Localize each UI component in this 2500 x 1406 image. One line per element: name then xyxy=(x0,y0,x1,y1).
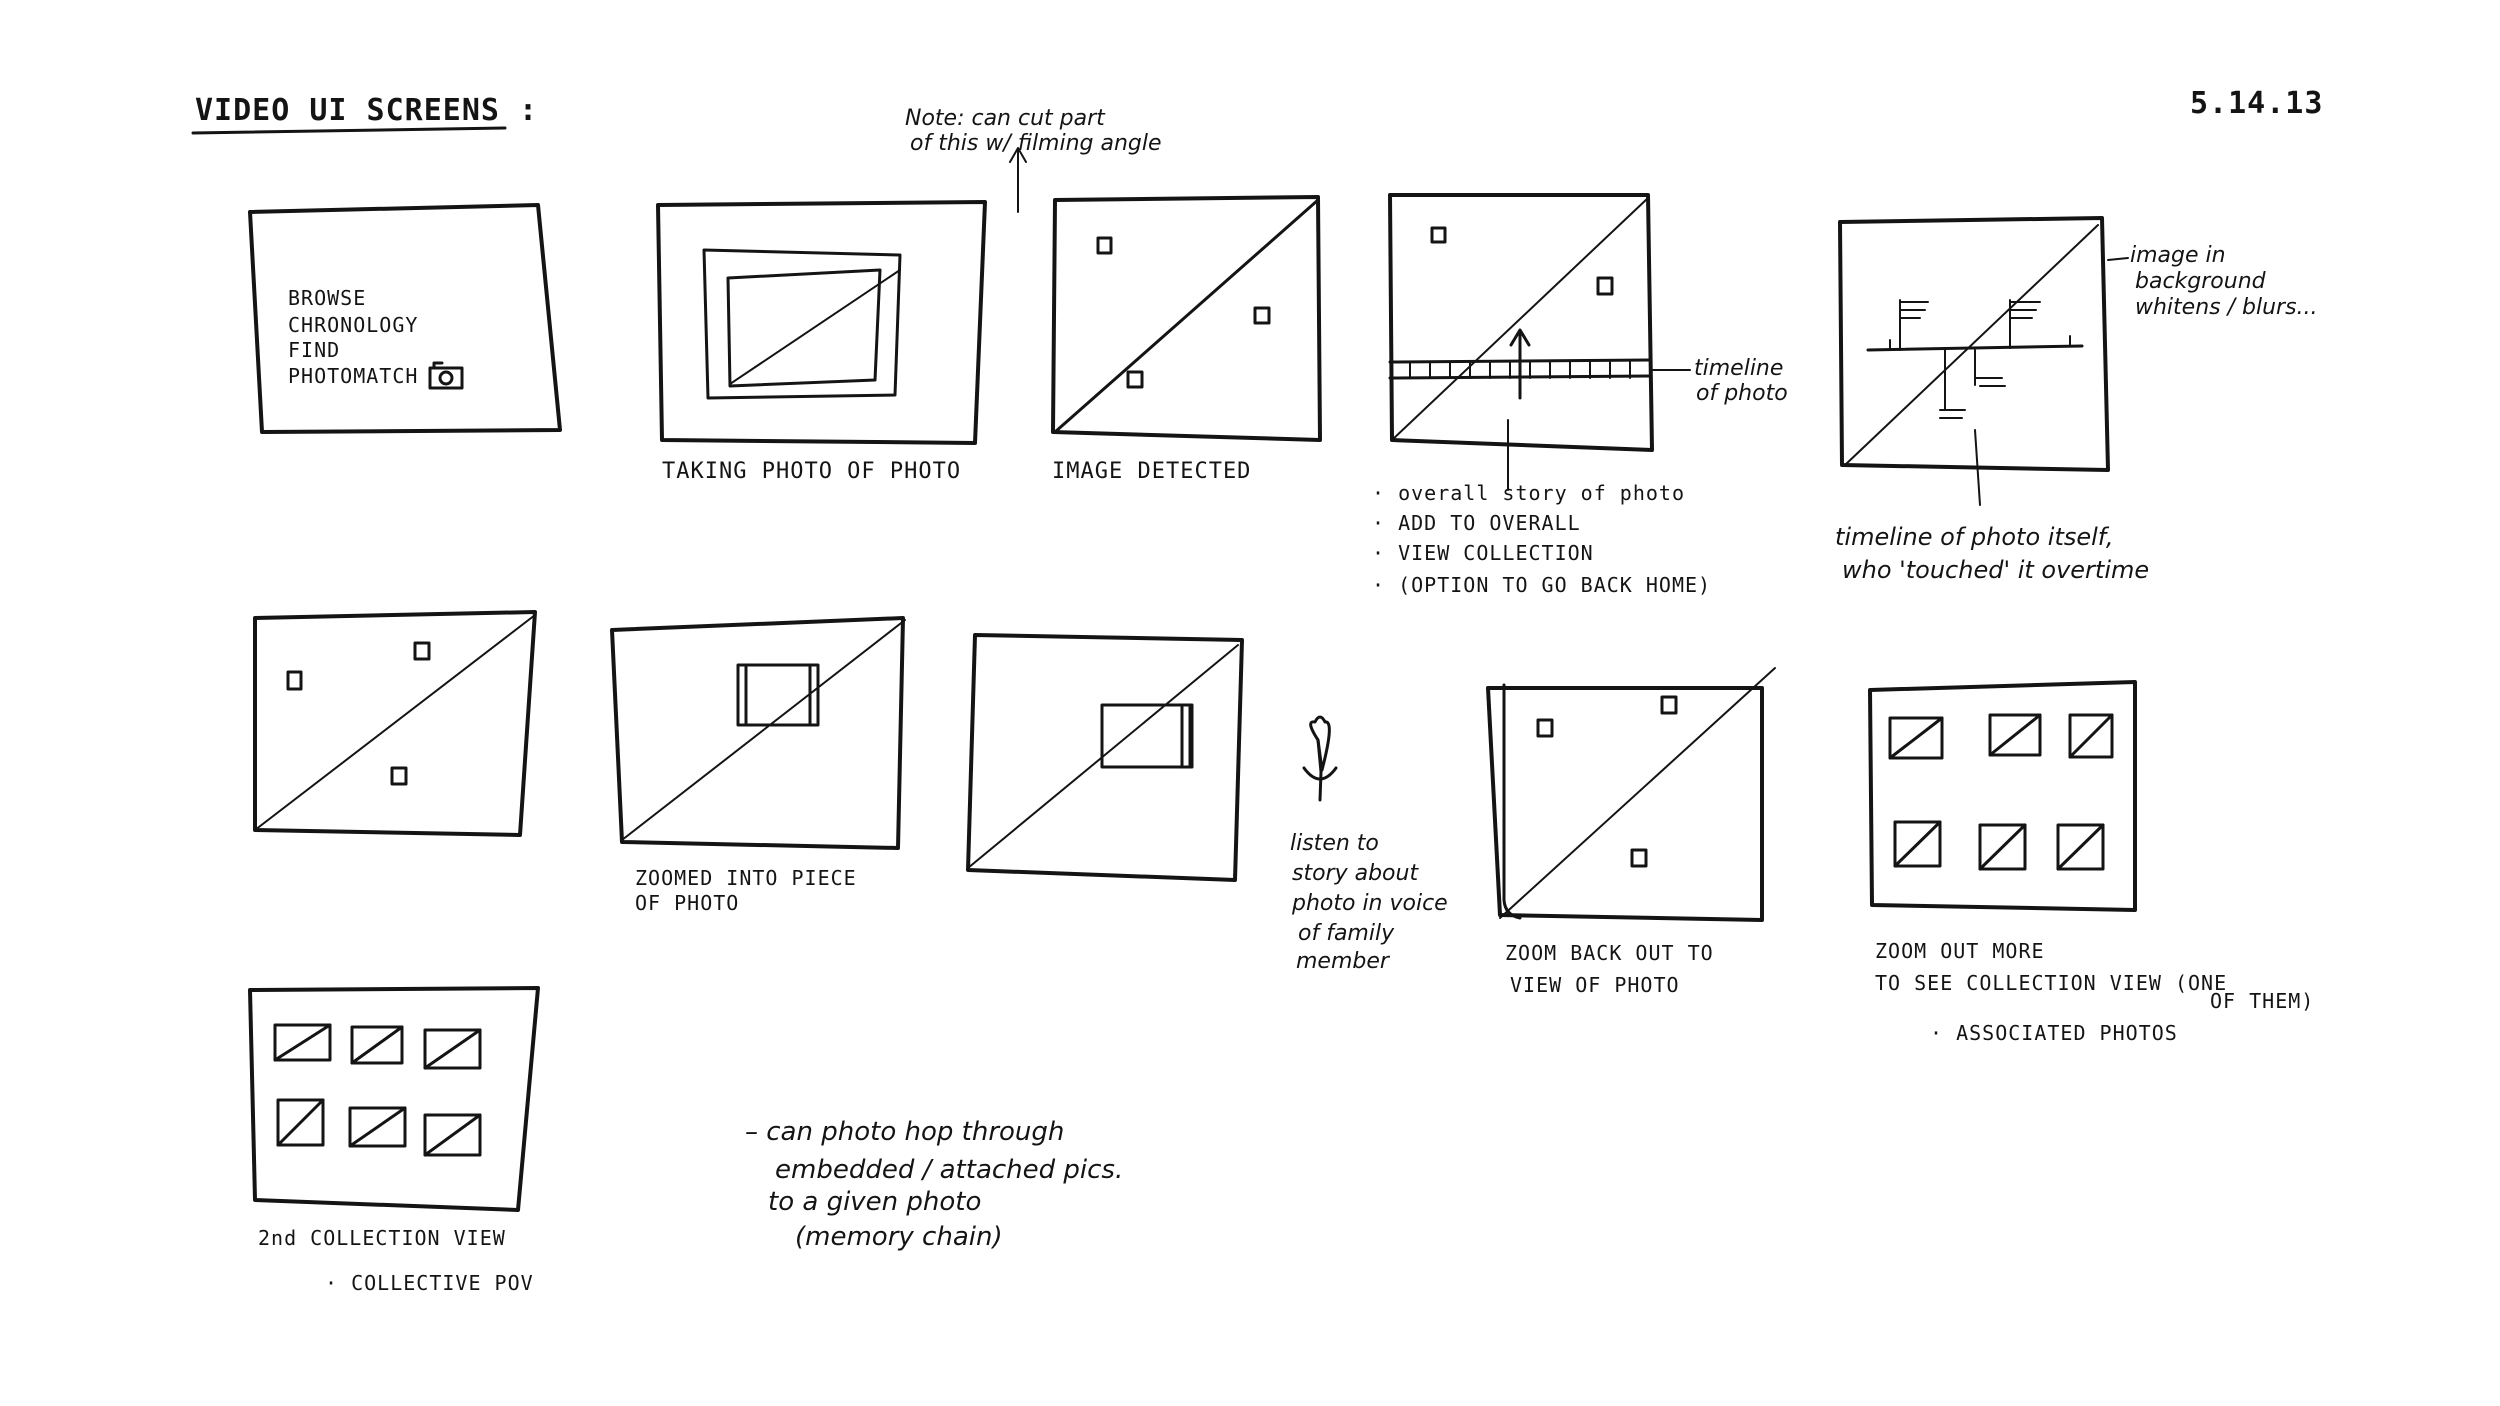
mic-caption-line: member xyxy=(1296,949,1391,974)
screen-6-markers xyxy=(253,610,537,837)
screen-10-caption-line4: · ASSOCIATED PHOTOS xyxy=(1930,1021,2178,1045)
detected-marker xyxy=(390,766,408,786)
screen-10-caption-line2: TO SEE COLLECTION VIEW (ONE xyxy=(1875,971,2227,995)
screen-4-bullet: · VIEW COLLECTION xyxy=(1372,541,1594,565)
history-flag xyxy=(1899,299,1929,351)
screen-10-caption-line1: ZOOM OUT MORE xyxy=(1875,939,2045,963)
menu-item-browse: BROWSE xyxy=(288,286,366,310)
memory-chain-note: – can photo hop through embedded / attac… xyxy=(745,1117,1123,1252)
camera-icon xyxy=(428,361,464,390)
detected-marker xyxy=(286,670,303,691)
mic-caption-line: story about xyxy=(1292,861,1419,886)
microphone-icon xyxy=(1302,715,1338,802)
history-flag xyxy=(1974,349,2006,387)
filming-note-line1: Note: can cut part xyxy=(905,106,1106,131)
screen-4-bullet: · (OPTION TO GO BACK HOME) xyxy=(1372,573,1711,597)
screen-11-caption-line2: · COLLECTIVE POV xyxy=(325,1271,534,1295)
screen-2-taking-photo: TAKING PHOTO OF PHOTO xyxy=(656,200,987,484)
detected-marker xyxy=(1253,306,1271,325)
screen-11-second-collection: 2nd COLLECTION VIEW · COLLECTIVE POV xyxy=(248,986,540,1295)
screen-10-collection-view: ZOOM OUT MORE TO SEE COLLECTION VIEW (ON… xyxy=(1868,680,2314,1045)
screen-7-caption-line2: OF PHOTO xyxy=(635,891,739,915)
filming-note-line2: of this w/ filming angle xyxy=(910,131,1162,156)
photo-thumbnail xyxy=(1893,820,1942,868)
memory-note-line: to a given photo xyxy=(768,1187,981,1217)
detected-marker xyxy=(1126,370,1144,389)
photo-thumbnail xyxy=(1988,713,2042,757)
screen-8-zoomed-region xyxy=(966,633,1244,882)
history-flag xyxy=(2009,299,2041,349)
screen-5-caption-line1: timeline of photo itself, xyxy=(1835,523,2113,551)
detected-marker xyxy=(1660,695,1678,715)
memory-note-line: embedded / attached pics. xyxy=(775,1155,1123,1185)
timeline-label-line1: timeline xyxy=(1694,356,1783,381)
screen-5-photo-history: image in background whitens / blurs... t… xyxy=(1835,216,2318,584)
detected-marker xyxy=(1096,236,1113,255)
detected-marker xyxy=(1430,226,1447,244)
timeline-label-line2: of photo xyxy=(1696,381,1788,406)
photo-thumbnail xyxy=(1978,823,2027,871)
detected-marker xyxy=(1536,718,1554,738)
screen-4-timeline: timeline of photo · overall story of pho… xyxy=(1372,193,1788,597)
menu-item-photomatch: PHOTOMATCH xyxy=(288,364,418,388)
screen-1-home-menu: BROWSE CHRONOLOGY FIND PHOTOMATCH xyxy=(248,203,562,434)
date-label: 5.14.13 xyxy=(2190,86,2323,121)
detected-marker xyxy=(413,641,431,661)
screen-3-image-detected: IMAGE DETECTED xyxy=(1051,195,1322,484)
screen-2-caption: TAKING PHOTO OF PHOTO xyxy=(662,459,961,484)
screen-7-caption-line1: ZOOMED INTO PIECE xyxy=(635,866,857,890)
screen-7-zoomed-piece: ZOOMED INTO PIECE OF PHOTO xyxy=(610,616,906,915)
photo-thumbnail xyxy=(423,1028,482,1070)
detected-marker xyxy=(1630,848,1648,868)
photo-thumbnail xyxy=(1888,716,1944,760)
photo-thumbnail xyxy=(2056,823,2105,871)
photo-thumbnail xyxy=(423,1113,482,1157)
screen-5-caption-line2: who 'touched' it overtime xyxy=(1842,556,2149,584)
mic-caption-line: of family xyxy=(1298,921,1395,946)
screen-9-zoom-back-out: ZOOM BACK OUT TO VIEW OF PHOTO xyxy=(1486,667,1776,997)
zoom-frame xyxy=(1100,703,1194,769)
screen-11-caption-line1: 2nd COLLECTION VIEW xyxy=(258,1226,506,1250)
screen-4-bullet: · ADD TO OVERALL xyxy=(1372,511,1581,535)
memory-note-line: (memory chain) xyxy=(795,1222,1003,1252)
mic-caption-line: photo in voice xyxy=(1291,891,1448,916)
background-note-line2: background xyxy=(2135,269,2267,294)
background-note-line1: image in xyxy=(2130,243,2226,268)
screen-3-caption: IMAGE DETECTED xyxy=(1052,459,1251,484)
zoom-frame xyxy=(736,663,820,727)
arrow-up-icon xyxy=(1509,328,1531,400)
page-title: VIDEO UI SCREENS : xyxy=(195,93,538,128)
screen-10-caption-line3: OF THEM) xyxy=(2210,989,2314,1013)
screen-9-caption-line1: ZOOM BACK OUT TO xyxy=(1505,941,1714,965)
photo-thumbnail xyxy=(2068,713,2114,759)
menu-item-find: FIND xyxy=(288,338,340,362)
mic-caption-line: listen to xyxy=(1290,831,1379,856)
photo-thumbnail xyxy=(276,1098,325,1147)
photo-thumbnail xyxy=(348,1106,407,1148)
memory-note-line: – can photo hop through xyxy=(745,1117,1064,1147)
screen-9-caption-line2: VIEW OF PHOTO xyxy=(1510,973,1680,997)
menu-item-chronology: CHRONOLOGY xyxy=(288,313,418,337)
photo-thumbnail xyxy=(273,1023,332,1062)
detected-marker xyxy=(1596,276,1614,296)
history-flag xyxy=(1939,349,1966,419)
photo-thumbnail xyxy=(350,1025,404,1065)
screen-4-bullet: · overall story of photo xyxy=(1372,481,1685,505)
background-note-line3: whitens / blurs... xyxy=(2135,295,2318,320)
